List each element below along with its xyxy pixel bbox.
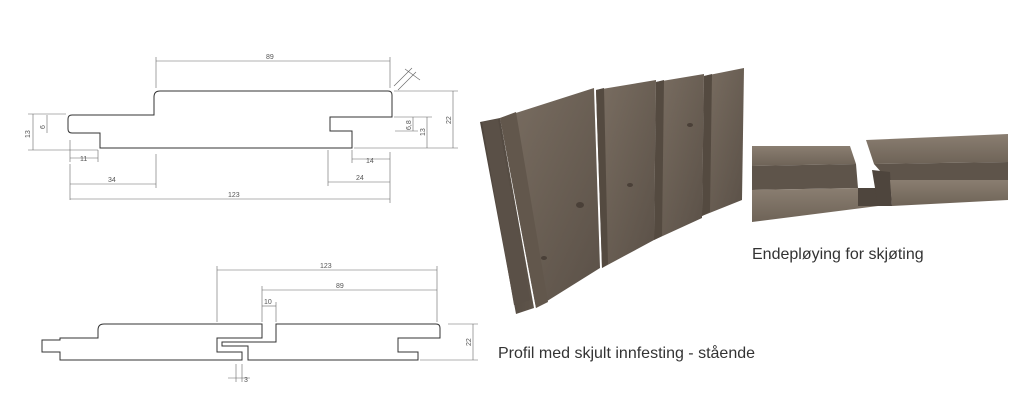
dim-3: 3: [244, 377, 248, 384]
dim-6-left: 6: [40, 125, 47, 129]
dim-6-8: 6,8: [406, 120, 413, 130]
profile-bottom-labels: 123 89 10 22 3: [244, 263, 473, 384]
dim-89-bottom: 89: [336, 283, 344, 290]
dim-13-left: 13: [25, 130, 32, 138]
dim-123-bottom: 123: [320, 263, 332, 270]
dim-13-right: 13: [420, 128, 427, 136]
dim-89: 89: [266, 54, 274, 61]
profile-top-labels: 89 13 6 11 34 123 22 13 6,8 14 24: [25, 54, 453, 199]
profile-bottom-drawing: [41, 323, 441, 361]
dim-24: 24: [356, 175, 364, 182]
caption-joint: Endepløying for skjøting: [752, 246, 924, 263]
profile-top-dimensions: [28, 57, 458, 203]
dim-11: 11: [80, 156, 87, 163]
dim-14: 14: [366, 158, 374, 165]
profile-bottom-right-board: [221, 323, 441, 361]
profile-bottom-dimensions: [216, 266, 478, 382]
profile-bottom-left-board: [41, 323, 263, 361]
dim-22: 22: [446, 116, 453, 124]
joint-render-image: [752, 134, 1008, 222]
dim-34: 34: [108, 177, 116, 184]
dim-22-bottom: 22: [466, 338, 473, 346]
dim-123-top: 123: [228, 192, 240, 199]
dim-10: 10: [264, 299, 272, 306]
profile-top-drawing: [67, 90, 393, 149]
caption-profile: Profil med skjult innfesting - stående: [498, 345, 756, 362]
profile-top-outline: [67, 90, 393, 149]
panel-render-image: [480, 68, 744, 314]
